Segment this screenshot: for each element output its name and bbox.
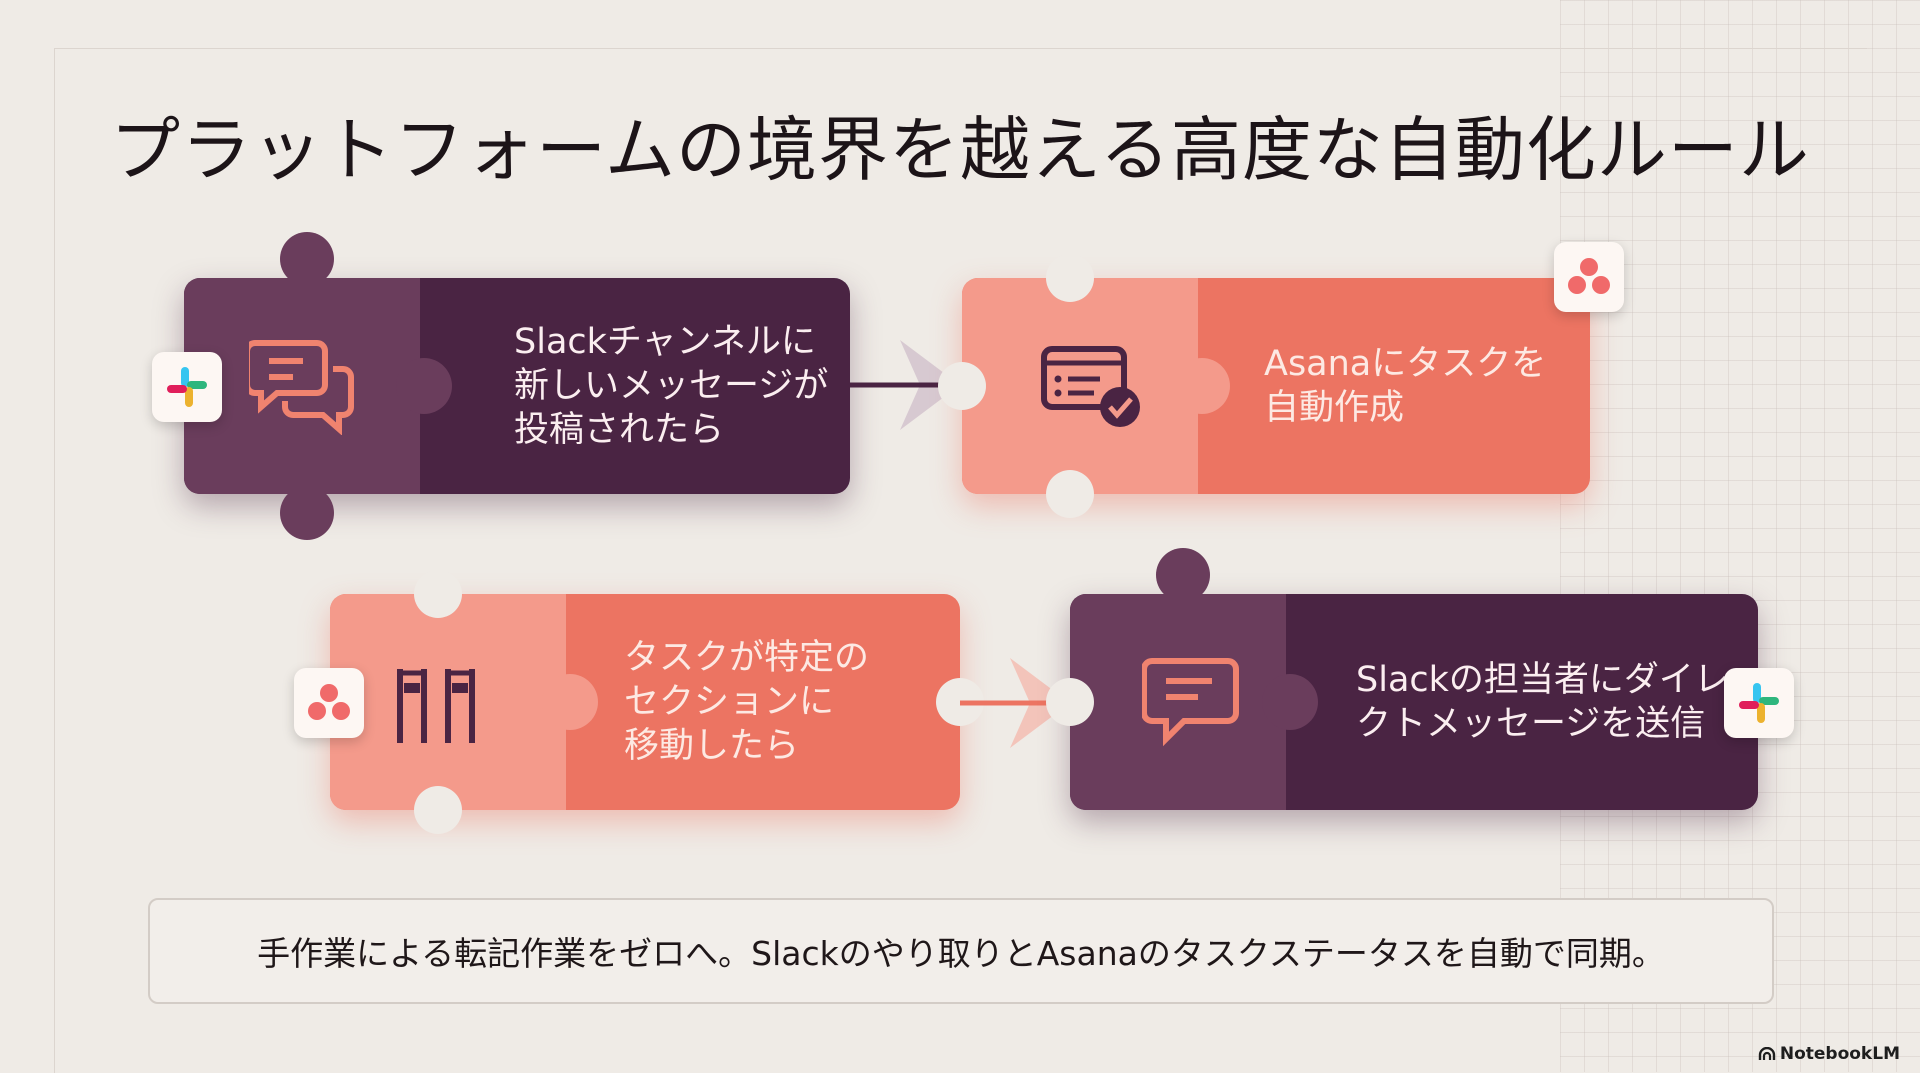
puzzle-tab-bottom <box>280 486 334 540</box>
rule1-action-card: Asanaにタスクを 自動作成 <box>938 254 1590 518</box>
puzzle-tab-right <box>1262 674 1318 730</box>
rule1-action-text: Asanaにタスクを 自動作成 <box>1264 344 1547 428</box>
slack-logo-icon <box>1724 668 1794 738</box>
puzzle-tab-right <box>396 358 452 414</box>
notebooklm-logo-icon <box>1758 1047 1776 1060</box>
puzzle-tab-right <box>542 674 598 730</box>
rule1-trigger-text: Slackチャンネルに 新しいメッセージが 投稿されたら <box>514 322 829 450</box>
brand-watermark: NotebookLM <box>1758 1044 1900 1064</box>
rule1-trigger-card: Slackチャンネルに 新しいメッセージが 投稿されたら <box>184 232 850 540</box>
asana-logo-icon <box>1554 242 1624 312</box>
slide-frame <box>54 48 1867 1073</box>
message-bubble-icon <box>1142 658 1239 747</box>
puzzle-notch-bottom <box>414 786 462 834</box>
board-columns-icon <box>397 669 475 743</box>
summary-text: 手作業による転記作業をゼロへ。Slackのやり取りとAsanaのタスクステータス… <box>257 934 1665 973</box>
background-grid <box>1560 0 1920 1072</box>
rule2-trigger-text: タスクが特定の セクションに 移動したら <box>624 638 870 766</box>
puzzle-notch-top <box>1046 254 1094 302</box>
card-left-panel <box>1070 594 1286 810</box>
chat-bubbles-icon <box>249 340 354 435</box>
slide-title: プラットフォームの境界を越える高度な自動化ルール <box>110 109 1810 191</box>
puzzle-tab-right <box>1174 358 1230 414</box>
brand-label: NotebookLM <box>1779 1044 1900 1064</box>
asana-logo-icon <box>294 668 364 738</box>
rule2-trigger-card: タスクが特定の セクションに 移動したら <box>330 570 984 834</box>
rule2-action-card: Slackの担当者にダイレ クトメッセージを送信 <box>1046 548 1758 810</box>
task-check-icon <box>1041 346 1140 427</box>
rule2-action-text: Slackの担当者にダイレ クトメッセージを送信 <box>1356 660 1729 744</box>
card-left-panel <box>184 278 420 494</box>
puzzle-notch-left <box>938 362 986 410</box>
card-left-panel <box>962 278 1198 494</box>
puzzle-notch-top <box>414 570 462 618</box>
puzzle-notch-bottom <box>1046 470 1094 518</box>
slack-logo-icon <box>152 352 222 422</box>
puzzle-notch-left <box>1046 678 1094 726</box>
summary-box: 手作業による転記作業をゼロへ。Slackのやり取りとAsanaのタスクステータス… <box>148 898 1774 1004</box>
